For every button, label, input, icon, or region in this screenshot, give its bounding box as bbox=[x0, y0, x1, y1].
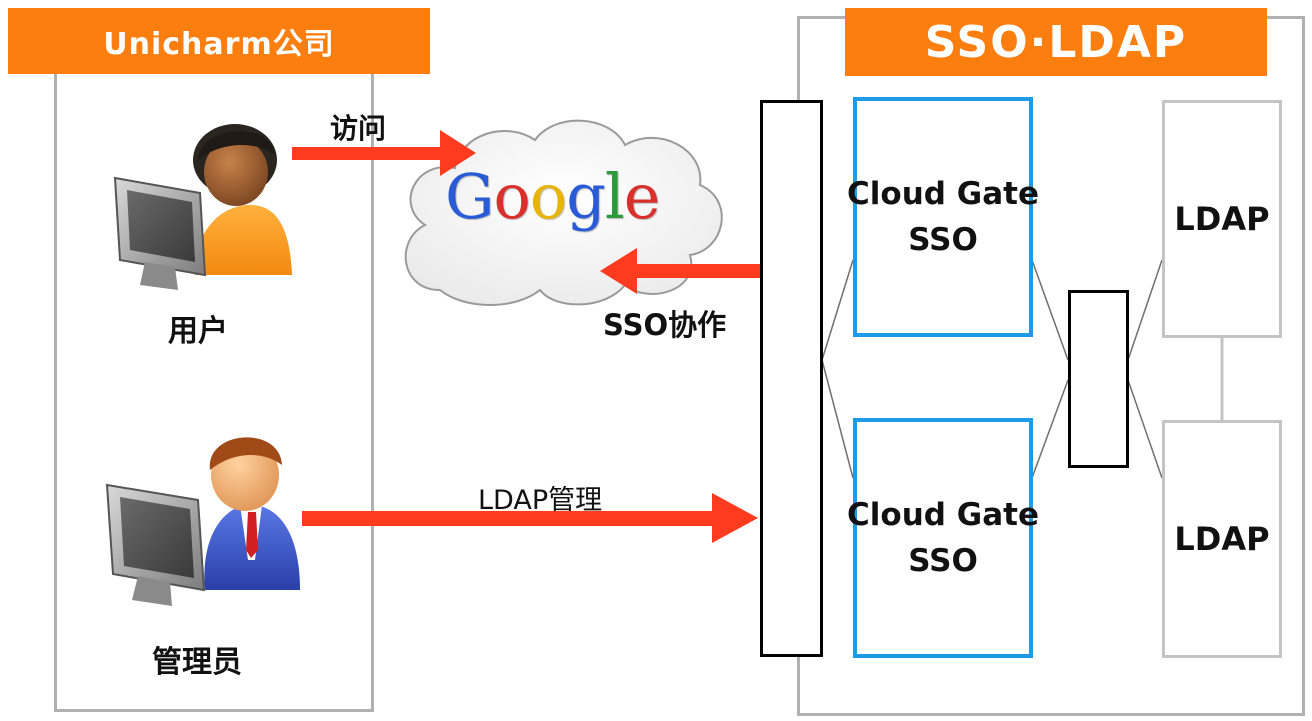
visit-label: 访问 bbox=[330, 112, 387, 145]
user-person-icon bbox=[113, 124, 292, 290]
gateway-bar bbox=[760, 100, 823, 657]
google-letter-o2: o bbox=[529, 160, 567, 233]
switch-box bbox=[1068, 290, 1129, 468]
google-letter-o1: o bbox=[493, 160, 531, 233]
google-letter-G: G bbox=[445, 160, 495, 233]
arrow-ldap-management bbox=[302, 493, 758, 543]
cloud-gate-sso-box-2: Cloud Gate SSO bbox=[847, 418, 1039, 658]
google-letter-l: l bbox=[604, 160, 625, 233]
connector-lines bbox=[821, 259, 1163, 479]
cloud-gate-sso-box-1: Cloud Gate SSO bbox=[847, 97, 1039, 337]
google-logo: Google bbox=[445, 160, 661, 233]
sso-box-2-line2: SSO bbox=[908, 543, 978, 579]
cloud-icon bbox=[404, 119, 723, 306]
connector-bar-to-sso2 bbox=[821, 359, 854, 479]
user-label: 用户 bbox=[168, 314, 228, 349]
google-letter-e: e bbox=[623, 160, 661, 233]
ldap-server-2-label: LDAP bbox=[1174, 520, 1270, 558]
ldap-management-label: LDAP管理 bbox=[478, 485, 603, 516]
company-panel bbox=[54, 70, 374, 712]
sso-ldap-title: SSO·LDAP bbox=[924, 16, 1188, 68]
sso-box-1-line2: SSO bbox=[908, 222, 978, 258]
admin-label: 管理员 bbox=[152, 645, 242, 680]
company-header: Unicharm公司 bbox=[8, 8, 430, 74]
connector-sso2-to-switch bbox=[1031, 379, 1069, 479]
company-title: Unicharm公司 bbox=[103, 27, 335, 62]
ldap-server-box-1: LDAP bbox=[1162, 100, 1282, 338]
google-letter-g: g bbox=[566, 160, 606, 233]
connector-switch-to-ldap1 bbox=[1127, 259, 1163, 361]
connector-sso1-to-switch bbox=[1031, 259, 1069, 361]
admin-person-icon bbox=[105, 437, 300, 606]
sso-ldap-header: SSO·LDAP bbox=[845, 8, 1267, 76]
sso-box-1-line1: Cloud Gate bbox=[847, 176, 1039, 212]
ldap-server-1-label: LDAP bbox=[1174, 200, 1270, 238]
arrow-visit bbox=[292, 130, 476, 176]
connector-bar-to-sso1 bbox=[821, 259, 854, 361]
sso-box-2-line1: Cloud Gate bbox=[847, 497, 1039, 533]
connector-switch-to-ldap2 bbox=[1127, 379, 1163, 479]
arrow-sso-cooperation bbox=[600, 248, 760, 294]
sso-cooperation-label: SSO协作 bbox=[603, 308, 727, 342]
ldap-server-box-2: LDAP bbox=[1162, 420, 1282, 658]
